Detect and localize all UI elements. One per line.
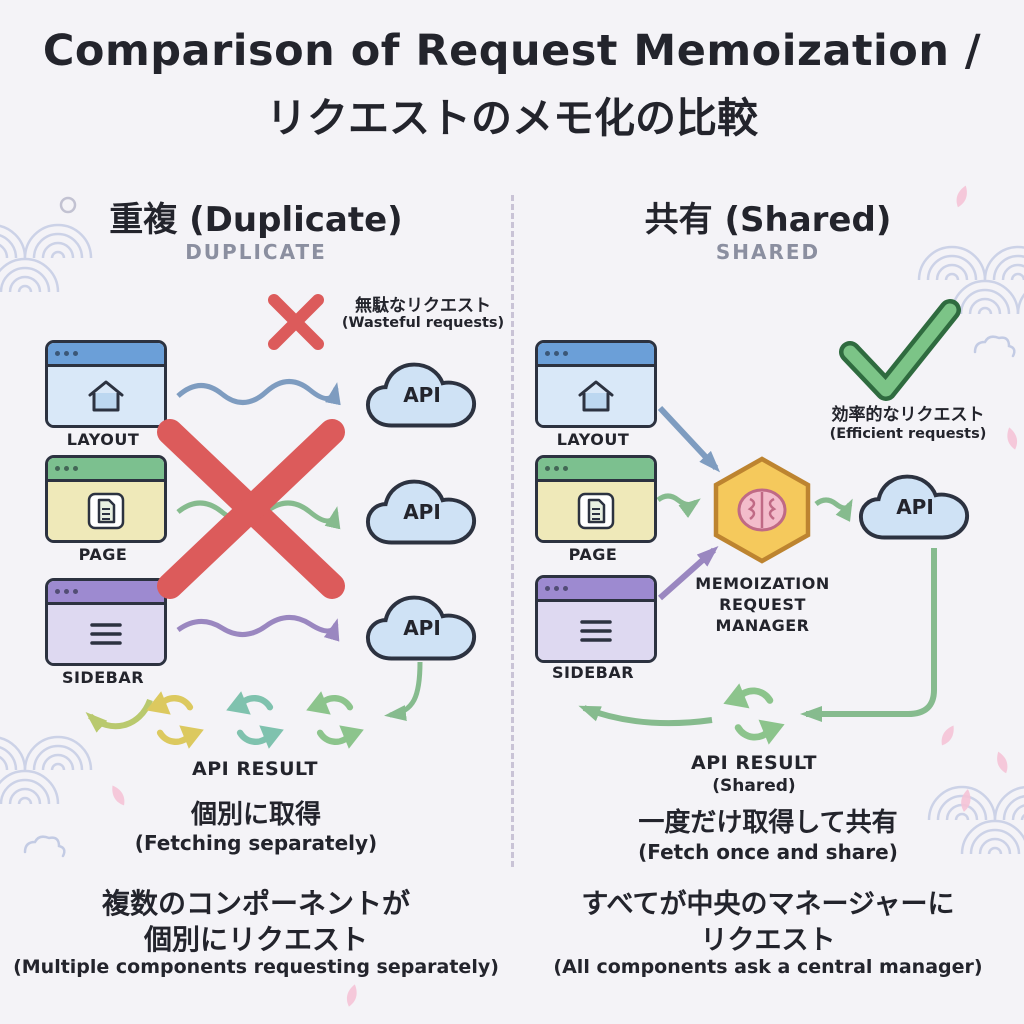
page-label-left: PAGE (78, 545, 128, 564)
window-titlebar (48, 581, 164, 605)
wasteful-requests-label-en: (Wasteful requests) (341, 315, 505, 331)
cloud-squiggle-left (23, 835, 66, 858)
arrow-result-to-components-right (578, 705, 713, 727)
left-column-subheading: DUPLICATE (185, 240, 327, 264)
document-icon (48, 482, 164, 540)
big-red-x-icon (157, 419, 345, 599)
manager-line3: MANAGER (715, 615, 810, 635)
footer-jp-line2-right: リクエスト (700, 925, 836, 956)
api-result-sub-right: (Shared) (712, 776, 796, 796)
api-cloud-left-1: API (363, 356, 481, 436)
sidebar-label-right: SIDEBAR (551, 663, 635, 682)
footer-en-right: (All components ask a central manager) (553, 956, 983, 978)
manager-line1: MEMOIZATION (695, 574, 830, 593)
layout-label-left: LAYOUT (66, 430, 140, 449)
caption-jp-right: 一度だけ取得して共有 (638, 808, 898, 838)
column-divider (511, 195, 514, 867)
footer-en-left: (Multiple components requesting separate… (13, 956, 499, 978)
arrow-sidebar-to-manager (658, 546, 719, 601)
arrow-sidebar-to-api-left (176, 615, 340, 642)
arrow-results-return-left (85, 698, 153, 733)
sidebar-window-right (535, 575, 657, 663)
page-window-left (45, 455, 167, 543)
manager-line2: REQUEST (719, 594, 806, 614)
efficient-requests-label-en: (Efficient requests) (829, 426, 987, 442)
arrow-api-to-result-right (800, 548, 937, 722)
caption-en-right: (Fetch once and share) (638, 840, 898, 864)
cycle-icon-green (303, 688, 367, 756)
green-checkmark-icon (839, 299, 961, 401)
right-column-subheading: SHARED (715, 240, 821, 264)
caption-jp-left: 個別に取得 (190, 800, 321, 830)
home-icon (538, 367, 654, 425)
home-icon (48, 367, 164, 425)
arrow-layout-to-manager (657, 405, 721, 473)
left-column-heading: 重複 (Duplicate) (109, 200, 403, 240)
caption-en-left: (Fetching separately) (134, 831, 378, 855)
api-result-label-left: API RESULT (192, 758, 318, 780)
layout-label-right: LAYOUT (556, 430, 630, 449)
page-title-en: Comparison of Request Memoization / (42, 26, 982, 76)
api-cloud-left-3: API (363, 589, 481, 669)
window-titlebar (538, 343, 654, 367)
api-label: API (896, 495, 934, 519)
api-result-label-right: API RESULT (691, 752, 817, 774)
cloud-squiggle-right (973, 335, 1016, 358)
document-icon (538, 482, 654, 540)
api-cloud-left-2: API (363, 473, 481, 553)
cycle-icon-shared (720, 680, 788, 752)
small-red-x-icon (268, 294, 324, 350)
window-titlebar (48, 343, 164, 367)
layout-window-left (45, 340, 167, 428)
api-label: API (403, 616, 441, 640)
page-window-right (535, 455, 657, 543)
page-label-right: PAGE (568, 545, 618, 564)
api-cloud-right: API (856, 468, 974, 548)
api-label: API (403, 500, 441, 524)
circle-decoration (59, 196, 77, 214)
arrow-layout-to-api-left (176, 379, 341, 406)
brain-icon (737, 488, 787, 532)
page-title-jp: リクエストのメモ化の比較 (266, 94, 758, 142)
window-titlebar (538, 458, 654, 482)
menu-icon (48, 605, 164, 663)
manager-caption: MEMOIZATION REQUEST MANAGER (655, 574, 870, 636)
memoization-manager-node (712, 456, 812, 564)
layout-window-right (535, 340, 657, 428)
sidebar-label-left: SIDEBAR (61, 668, 145, 687)
api-label: API (403, 383, 441, 407)
cycle-icon-yellow (143, 688, 207, 756)
footer-jp-line1-right: すべてが中央のマネージャーに (581, 889, 955, 920)
right-column-heading: 共有 (Shared) (644, 200, 892, 240)
sidebar-window-left (45, 578, 167, 666)
footer-jp-line1-left: 複数のコンポーネントが (101, 887, 410, 920)
arrow-page-to-manager (656, 493, 701, 518)
arrow-api-to-results-left (384, 661, 423, 721)
footer-jp-line2-left: 個別にリクエスト (143, 923, 368, 956)
wasteful-requests-label-jp: 無駄なリクエスト (355, 296, 491, 316)
window-titlebar (538, 578, 654, 602)
menu-icon (538, 602, 654, 660)
efficient-requests-label-jp: 効率的なリクエスト (831, 405, 985, 425)
window-titlebar (48, 458, 164, 482)
cycle-icon-teal (223, 688, 287, 756)
arrow-manager-to-api (814, 497, 853, 522)
